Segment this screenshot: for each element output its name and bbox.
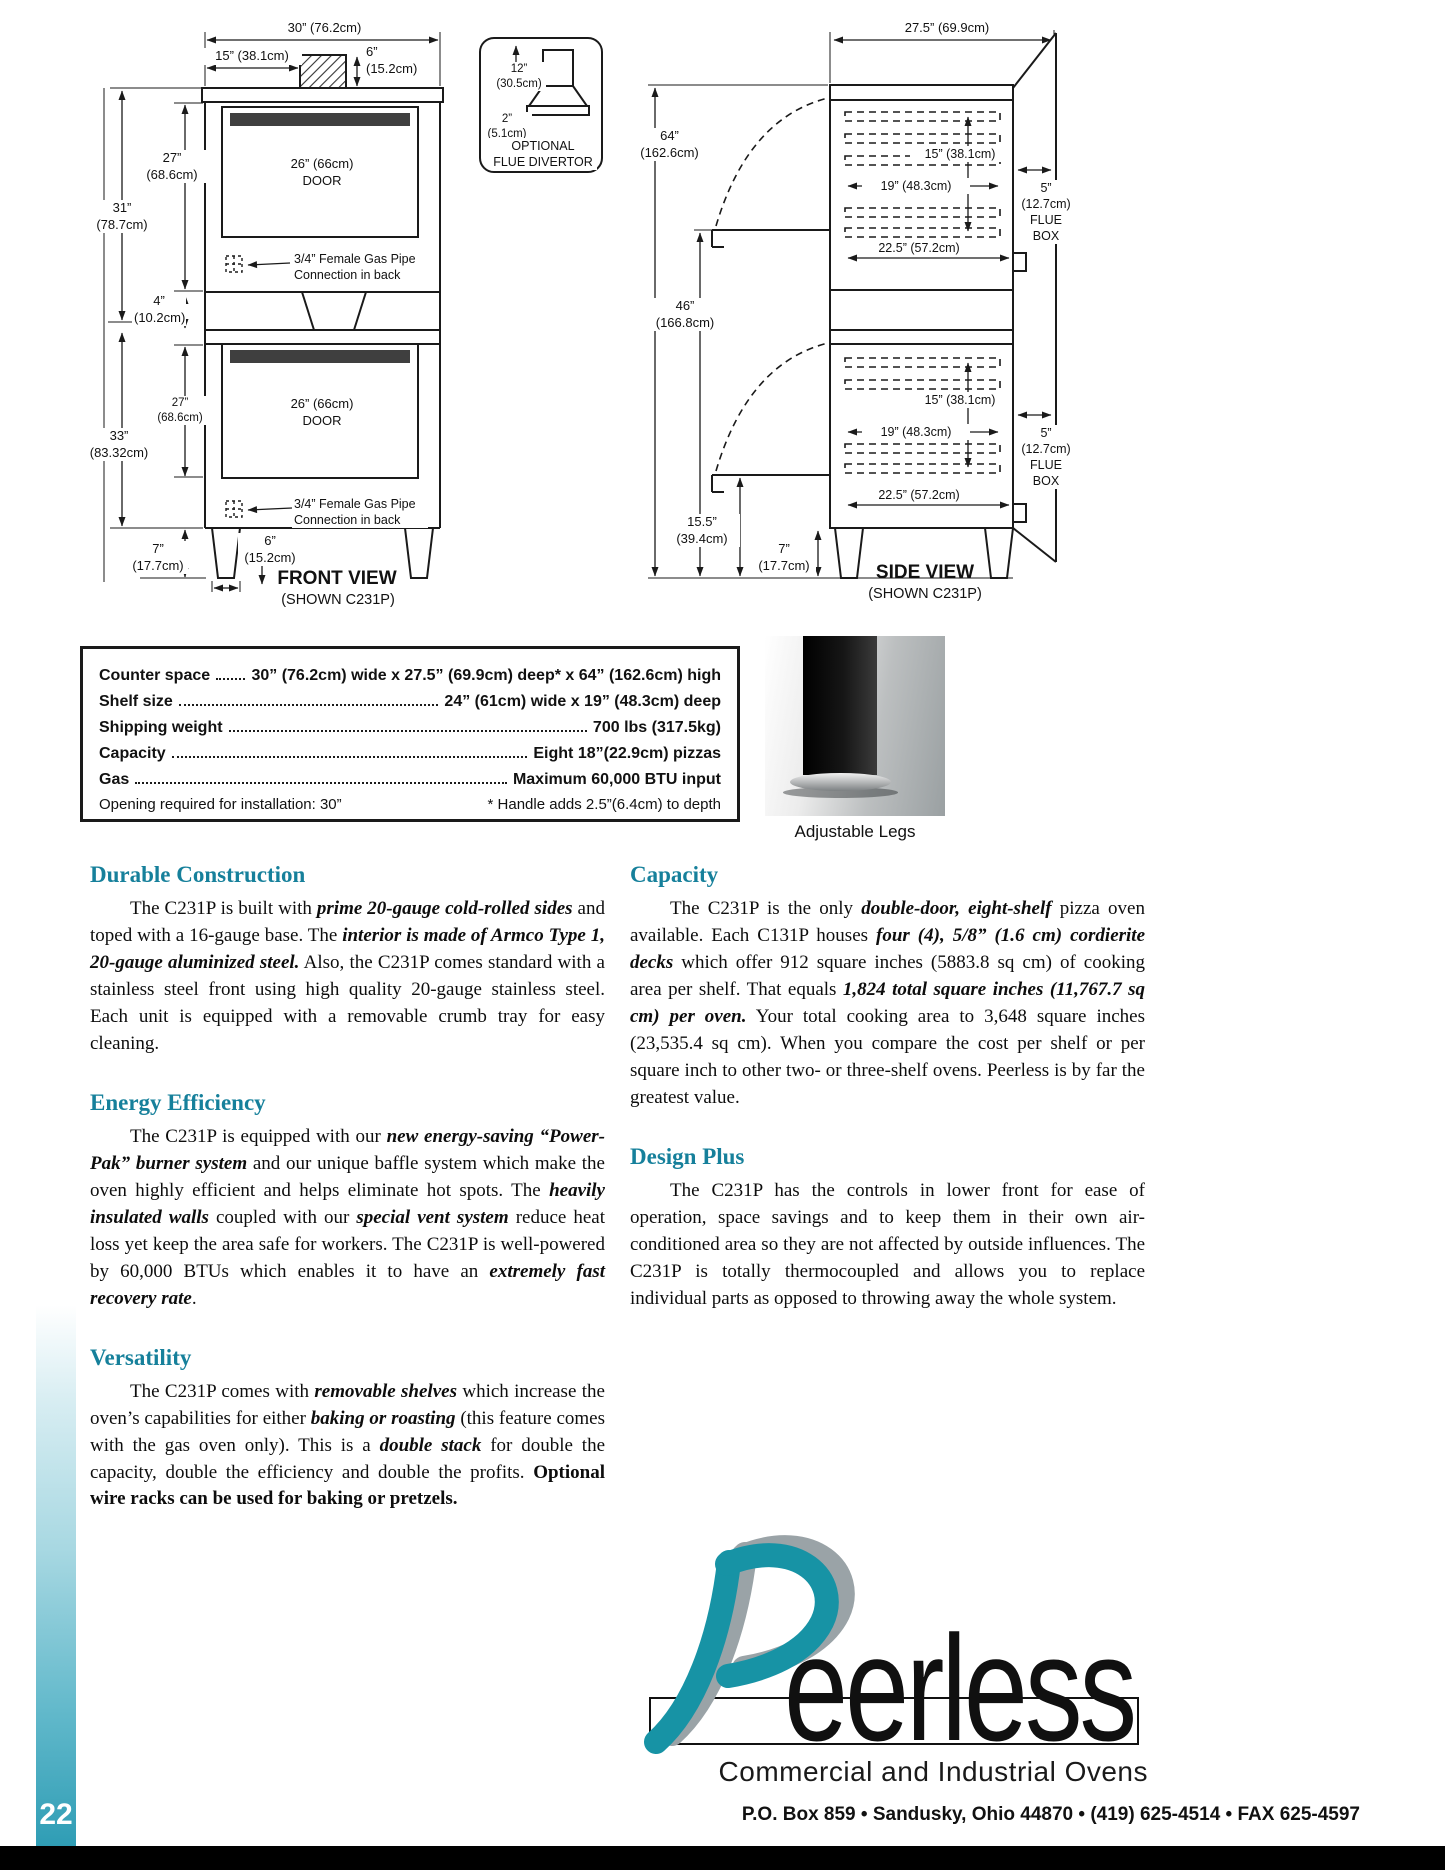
dot-leader: [178, 704, 439, 706]
technical-drawings: 30” (76.2cm) 15” (38.1cm) 6” (15.2cm) 27…: [0, 0, 1445, 632]
peerless-logo-art: eerless: [644, 1535, 1139, 1772]
side-view-title: SIDE VIEW: [875, 562, 975, 583]
side-view-subtitle: (SHOWN C231P): [868, 586, 982, 602]
label-front-door-upper: 26” (66cm) DOOR: [250, 156, 394, 190]
heading-versatility: Versatility: [90, 1344, 192, 1370]
spec-row-counter-space: Counter space 30” (76.2cm) wide x 27.5” …: [99, 659, 721, 685]
logo-underline-box: [649, 1697, 1139, 1745]
page-number: 22: [39, 1798, 73, 1831]
dot-leader: [216, 678, 246, 680]
spec-note-left: Opening required for installation: 30”: [99, 796, 342, 813]
label-flue-box-lower: 5” (12.7cm) FLUE BOX: [1016, 425, 1076, 489]
door-vent-slots: [230, 113, 410, 363]
spec-note-right: * Handle adds 2.5”(6.4cm) to depth: [487, 796, 721, 813]
technical-drawing-linework: [103, 30, 1057, 592]
section-durable-construction: Durable Construction The C231P is built …: [90, 862, 605, 1058]
label-front-gas-lower: 3/4” Female Gas Pipe Connection in back: [292, 496, 428, 528]
dot-leader: [228, 730, 587, 732]
leg-column: [802, 636, 877, 775]
dim-front-upper-height: 27” (68.6cm): [138, 150, 206, 184]
dim-front-flue-offset: 15” (38.1cm): [202, 48, 302, 65]
dim-flue-base: 2” (5.1cm): [482, 112, 532, 142]
dim-side-shelf-width-upper: 15” (38.1cm): [910, 146, 1010, 162]
leg-adjustable-foot: [790, 772, 891, 791]
footer-address: P.O. Box 859 • Sandusky, Ohio 44870 • (4…: [741, 1804, 1360, 1825]
spec-value: 700 lbs (317.5kg): [592, 719, 721, 736]
spec-value: Maximum 60,000 BTU input: [512, 771, 721, 788]
adjustable-legs-photo: [765, 636, 945, 816]
dim-front-width: 30” (76.2cm): [230, 20, 419, 37]
flue-divertor-label: OPTIONAL FLUE DIVERTOR: [489, 138, 597, 170]
spec-label: Gas: [99, 771, 130, 788]
spec-label: Shipping weight: [99, 719, 223, 736]
spec-label: Counter space: [99, 667, 211, 684]
leg-foot-shadow: [783, 787, 899, 798]
bottom-bar: [0, 1846, 1445, 1870]
spec-row-shelf-size: Shelf size 24” (61cm) wide x 19” (48.3cm…: [99, 685, 721, 711]
paragraph-design-plus: The C231P has the controls in lower fron…: [630, 1179, 1145, 1309]
dim-front-lower-total: 33” (83.32cm): [84, 428, 154, 462]
logo-tagline: Commercial and Industrial Ovens: [718, 1756, 1148, 1787]
gas-connection-boxes: [225, 255, 243, 518]
dim-side-leg-height: 7” (17.7cm): [752, 541, 816, 575]
spec-value: Eight 18”(22.9cm) pizzas: [533, 745, 721, 762]
dim-front-flue-height: 6” (15.2cm): [364, 44, 420, 78]
heading-energy-efficiency: Energy Efficiency: [90, 1089, 266, 1115]
dim-side-shelf-depth-lower: 19” (48.3cm): [862, 424, 970, 440]
label-front-gas-upper: 3/4” Female Gas Pipe Connection in back: [292, 251, 428, 283]
leader-arrows: [247, 45, 520, 585]
section-design-plus: Design Plus The C231P has the controls i…: [630, 1144, 1145, 1313]
section-capacity: Capacity The C231P is the only double-do…: [630, 862, 1145, 1112]
dot-leader: [135, 782, 507, 784]
spec-label: Capacity: [99, 745, 166, 762]
label-flue-box-upper: 5” (12.7cm) FLUE BOX: [1016, 180, 1076, 244]
legs-caption: Adjustable Legs: [794, 822, 916, 841]
dim-side-depth: 27.5” (69.9cm): [855, 20, 1039, 37]
sidebar-accent-bar: 22: [36, 1305, 76, 1846]
paragraph-energy-efficiency: The C231P is equipped with our new energ…: [90, 1125, 606, 1309]
dim-side-body-depth-upper: 22.5” (57.2cm): [862, 240, 976, 256]
dim-front-leg-width: 6” (15.2cm): [238, 533, 302, 567]
dim-side-lower-height: 46” (166.8cm): [648, 298, 722, 332]
spec-row-gas: Gas Maximum 60,000 BTU input: [99, 763, 721, 789]
dim-side-shelf-depth-upper: 19” (48.3cm): [862, 178, 970, 194]
heading-design-plus: Design Plus: [630, 1143, 745, 1169]
dim-side-base-height: 15.5” (39.4cm): [664, 514, 740, 548]
text-column-left: Durable Construction The C231P is built …: [90, 862, 605, 1545]
shelf-dashed-outlines: [715, 97, 1001, 474]
spec-row-capacity: Capacity Eight 18”(22.9cm) pizzas: [99, 737, 721, 763]
spec-row-shipping-weight: Shipping weight 700 lbs (317.5kg): [99, 711, 721, 737]
dim-front-lower-height: 27” (68.6cm): [150, 396, 210, 426]
dim-front-leg-height: 7” (17.7cm): [128, 541, 188, 575]
dim-flue-top: 12” (30.5cm): [492, 62, 546, 92]
spec-label: Shelf size: [99, 693, 173, 710]
front-view-title: FRONT VIEW: [277, 568, 397, 589]
paragraph-capacity: The C231P is the only double-door, eight…: [630, 898, 1146, 1108]
heading-capacity: Capacity: [630, 862, 719, 887]
spec-value: 30” (76.2cm) wide x 27.5” (69.9cm) deep*…: [251, 667, 721, 684]
spec-value: 24” (61cm) wide x 19” (48.3cm) deep: [444, 693, 721, 710]
dim-side-shelf-width-lower: 15” (38.1cm): [910, 392, 1010, 408]
heading-durable-construction: Durable Construction: [90, 862, 306, 887]
dim-side-body-depth-lower: 22.5” (57.2cm): [862, 487, 976, 503]
front-view-subtitle: (SHOWN C231P): [281, 592, 395, 608]
spec-table: Counter space 30” (76.2cm) wide x 27.5” …: [80, 646, 740, 822]
dim-side-total-height: 64” (162.6cm): [630, 128, 709, 162]
dim-front-upper-total: 31” (78.7cm): [88, 200, 156, 234]
dim-front-gap: 4” (10.2cm): [132, 293, 186, 327]
section-versatility: Versatility The C231P comes with removab…: [90, 1345, 605, 1514]
logo-p-swoosh: [644, 1543, 839, 1754]
peerless-logo: eerless: [632, 1528, 1152, 1772]
paragraph-durable-construction: The C231P is built with prime 20-gauge c…: [90, 898, 605, 1054]
logo-wordmark: eerless: [784, 1604, 1134, 1760]
text-column-right: Capacity The C231P is the only double-do…: [630, 862, 1145, 1345]
section-energy-efficiency: Energy Efficiency The C231P is equipped …: [90, 1090, 605, 1313]
dot-leader: [171, 756, 528, 758]
paragraph-versatility: The C231P comes with removable shelves w…: [90, 1380, 606, 1510]
spec-notes: Opening required for installation: 30” *…: [99, 796, 721, 813]
extension-lines: [103, 30, 1055, 592]
label-front-door-lower: 26” (66cm) DOOR: [250, 396, 394, 430]
